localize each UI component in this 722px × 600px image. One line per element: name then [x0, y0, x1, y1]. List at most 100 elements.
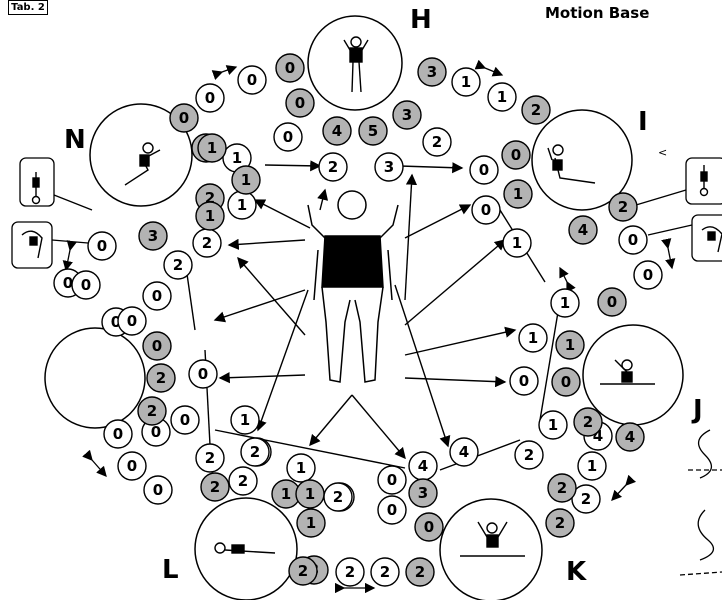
- bubble-number: 0: [113, 425, 123, 443]
- inner-bubble: 4: [409, 452, 437, 480]
- inner-bubble: 2: [147, 364, 175, 392]
- outer-bubble: 1: [231, 406, 259, 434]
- posture-circle-l: [195, 498, 297, 600]
- inner-bubble: 1: [551, 289, 579, 317]
- bubble-number: 0: [387, 471, 397, 489]
- posture-circle-k: [440, 499, 542, 600]
- bubble-number: 1: [512, 234, 522, 252]
- section-letter-h: H: [410, 5, 432, 35]
- posture-circle-right: [583, 325, 683, 425]
- inner-bubble: 2: [164, 251, 192, 279]
- outer-bubble: 0: [238, 66, 266, 94]
- inner-bubble: 1: [198, 134, 226, 162]
- section-letter-j: J: [691, 395, 703, 425]
- bubble-number: 4: [625, 428, 635, 446]
- posture-circle-h: [308, 16, 402, 110]
- inner-bubble: 2: [548, 474, 576, 502]
- bubble-number: 1: [528, 329, 538, 347]
- section-letter-i: I: [638, 107, 648, 137]
- bubble-number: 2: [328, 158, 338, 176]
- bubble-number: 0: [247, 71, 257, 89]
- bubble-number: 0: [607, 293, 617, 311]
- bubble-number: 2: [250, 443, 260, 461]
- bubble-number: 0: [481, 201, 491, 219]
- bubble-number: 1: [240, 411, 250, 429]
- inner-bubble: 0: [470, 156, 498, 184]
- bubble-number: 3: [384, 158, 394, 176]
- outer-bubble: 0: [104, 420, 132, 448]
- bubble-number: 1: [497, 88, 507, 106]
- posture-circle-left: [45, 328, 145, 428]
- bubble-number: 0: [628, 231, 638, 249]
- inner-bubble: 3: [375, 153, 403, 181]
- bubble-number: 4: [418, 457, 428, 475]
- bubble-number: 1: [237, 196, 247, 214]
- bubble-number: 0: [511, 146, 521, 164]
- inner-bubble: 1: [504, 180, 532, 208]
- inner-bubble: 2: [229, 467, 257, 495]
- inner-bubble: 1: [228, 191, 256, 219]
- bubble-number: 4: [332, 122, 342, 140]
- outer-bubble: 2: [336, 558, 364, 586]
- bubble-number: 2: [618, 198, 628, 216]
- bubble-number: 2: [524, 446, 534, 464]
- inner-bubble: 1: [296, 480, 324, 508]
- bubble-number: 0: [127, 312, 137, 330]
- inner-bubble: 1: [287, 454, 315, 482]
- bubble-number: 2: [205, 449, 215, 467]
- inner-bubble: 0: [143, 282, 171, 310]
- outer-bubble: 0: [118, 452, 146, 480]
- outer-bubble: 0: [72, 271, 100, 299]
- bubble-number: 0: [152, 287, 162, 305]
- section-letter-k: K: [566, 557, 587, 587]
- inner-bubble: 2: [319, 153, 347, 181]
- outer-bubble: 0: [286, 89, 314, 117]
- bubble-number: 1: [305, 485, 315, 503]
- inner-bubble: 5: [359, 117, 387, 145]
- inner-bubble: 4: [450, 438, 478, 466]
- outer-bubble: 2: [406, 558, 434, 586]
- outer-bubble: 0: [598, 288, 626, 316]
- inner-bubble: 2: [423, 128, 451, 156]
- callout-box-right-lower: [692, 215, 722, 261]
- inner-bubble: 1: [539, 411, 567, 439]
- bubble-number: 0: [179, 109, 189, 127]
- inner-bubble: 0: [472, 196, 500, 224]
- bubble-number: 0: [561, 373, 571, 391]
- bubble-number: 1: [232, 149, 242, 167]
- inner-bubble: 2: [289, 557, 317, 585]
- bubble-number: 2: [173, 256, 183, 274]
- bubble-number: 0: [127, 457, 137, 475]
- inner-bubble: 2: [138, 397, 166, 425]
- bubble-number: 0: [479, 161, 489, 179]
- outer-bubble: 2: [546, 509, 574, 537]
- outer-bubble: 0: [196, 84, 224, 112]
- inner-bubble: 2: [324, 483, 352, 511]
- section-letter-l: L: [162, 555, 179, 585]
- outer-bubble: 1: [488, 83, 516, 111]
- inner-bubble: 3: [409, 479, 437, 507]
- bubble-number: 0: [153, 481, 163, 499]
- bubble-number: 2: [583, 413, 593, 431]
- inner-bubble: 2: [196, 444, 224, 472]
- bubble-number: 1: [207, 139, 217, 157]
- bubble-number: 2: [238, 472, 248, 490]
- bubble-number: 2: [557, 479, 567, 497]
- bubble-number: 2: [210, 478, 220, 496]
- bubble-number: 1: [587, 457, 597, 475]
- bubble-number: 2: [380, 563, 390, 581]
- bubble-number: 3: [402, 106, 412, 124]
- inner-bubble: 0: [378, 496, 406, 524]
- bubble-number: 0: [205, 89, 215, 107]
- inner-bubble: 0: [274, 123, 302, 151]
- bubble-number: 5: [368, 122, 378, 140]
- outer-bubble: 3: [418, 58, 446, 86]
- outer-bubble: 0: [378, 466, 406, 494]
- outer-bubble: 2: [522, 96, 550, 124]
- bubble-number: 1: [306, 514, 316, 532]
- inner-bubble: 0: [189, 360, 217, 388]
- bubble-number: 0: [295, 94, 305, 112]
- outer-bubble: 0: [88, 232, 116, 260]
- outer-bubble: 3: [139, 222, 167, 250]
